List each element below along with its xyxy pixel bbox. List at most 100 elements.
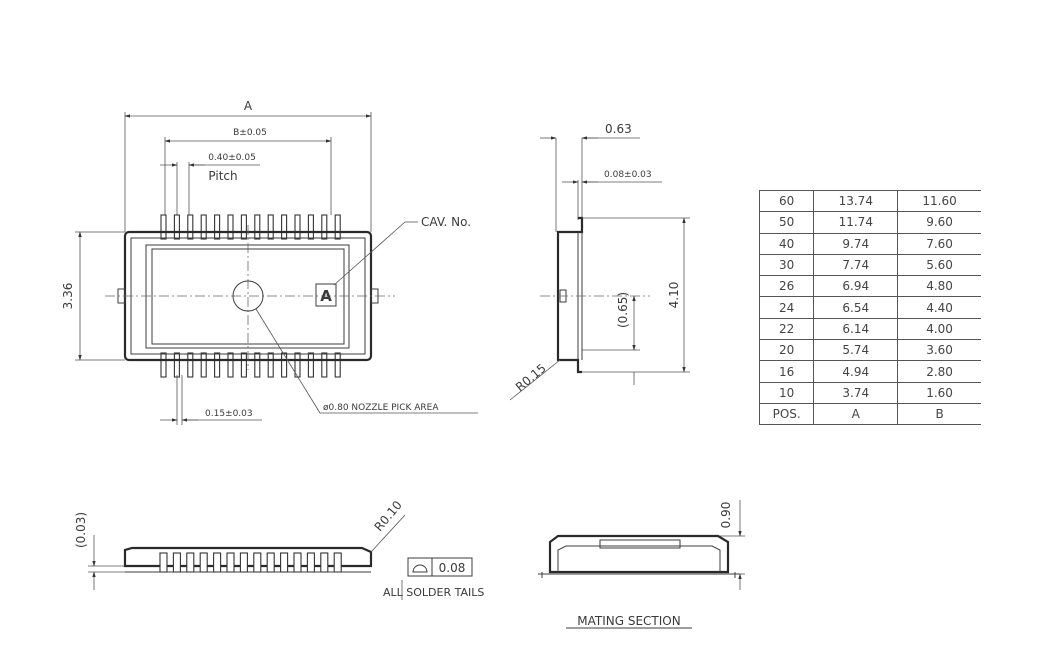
pin — [281, 352, 288, 378]
dim-pitch-value: 0.40±0.05 — [208, 153, 256, 163]
flatness-value: 0.08 — [439, 561, 466, 575]
cell-pos: 60 — [758, 189, 815, 213]
cell-pos: 20 — [758, 339, 815, 362]
header-a: A — [813, 402, 899, 426]
cell-b: 11.60 — [897, 189, 981, 213]
pin — [240, 352, 247, 378]
mating-dim: 0.90 — [719, 502, 733, 529]
front-radius: R0.10 — [372, 498, 405, 534]
pin — [267, 352, 274, 378]
pin — [280, 552, 289, 573]
pin — [200, 214, 207, 240]
table-header-row: POS. A B — [758, 402, 981, 426]
front-body — [123, 546, 373, 568]
cell-a: 3.74 — [813, 381, 899, 404]
pin — [307, 352, 314, 378]
top-view: A B±0.05 0.40±0.05 Pitch ø0.80 NO — [61, 99, 478, 425]
cell-pos: 30 — [758, 253, 815, 277]
pin — [214, 352, 221, 378]
nozzle-pick-area — [232, 280, 264, 312]
table-row: 16 4.94 2.80 — [758, 360, 981, 383]
pin — [227, 352, 234, 378]
pin — [333, 552, 342, 573]
pin — [160, 214, 167, 240]
pin — [306, 552, 315, 573]
table-row: 26 6.94 4.80 — [758, 275, 981, 298]
pin — [320, 552, 329, 573]
side-profile — [556, 216, 584, 374]
front-pins — [159, 552, 342, 573]
pin — [293, 552, 302, 573]
pin — [187, 352, 194, 378]
pin — [186, 552, 195, 573]
pin — [214, 214, 221, 240]
cell-pos: 10 — [758, 381, 815, 404]
nozzle-label: ø0.80 NOZZLE PICK AREA — [323, 403, 439, 413]
pin — [213, 552, 222, 573]
dim-a-label: A — [244, 99, 253, 113]
cell-b: 4.40 — [897, 296, 981, 319]
solder-note: ALL SOLDER TAILS — [383, 586, 484, 599]
table-row: 10 3.74 1.60 — [758, 381, 981, 404]
cell-pos: 26 — [758, 275, 815, 298]
side-view: 0.63 0.08±0.03 4.10 (0.65) R0.15 — [509, 122, 690, 401]
table-row: 40 9.74 7.60 — [758, 232, 981, 255]
pin — [266, 552, 275, 573]
top-pins — [160, 214, 341, 240]
cell-b: 4.00 — [897, 317, 981, 341]
cell-a: 13.74 — [813, 189, 899, 213]
bottom-pins — [160, 352, 341, 378]
cell-b: 2.80 — [897, 360, 981, 383]
side-radius: R0.15 — [513, 361, 549, 394]
dim-thickness: 0.63 — [605, 122, 632, 136]
pin — [253, 552, 262, 573]
mating-body — [548, 534, 730, 574]
cell-b: 9.60 — [897, 211, 981, 234]
pin — [199, 552, 208, 573]
pin — [187, 214, 194, 240]
front-view: (0.03) R0.10 0.08 ALL SOLDER TAILS — [74, 498, 484, 600]
cell-a: 6.14 — [813, 317, 899, 341]
dim-b-label: B±0.05 — [233, 128, 267, 138]
pin — [321, 214, 328, 240]
cavity-mark: A — [320, 287, 332, 305]
dim-pitch-label: Pitch — [208, 169, 237, 183]
pin — [200, 352, 207, 378]
cell-a: 6.94 — [813, 275, 899, 298]
table-row: 22 6.14 4.00 — [758, 317, 981, 341]
pin — [254, 214, 261, 240]
dim-offset: (0.65) — [616, 292, 630, 328]
pin — [281, 214, 288, 240]
header-b: B — [897, 402, 981, 426]
pin — [267, 214, 274, 240]
table-row: 50 11.74 9.60 — [758, 211, 981, 234]
dim-pin-width: 0.15±0.03 — [205, 409, 253, 419]
cell-b: 3.60 — [897, 339, 981, 362]
dim-coplanarity-ref: (0.03) — [74, 512, 88, 548]
cell-a: 11.74 — [813, 211, 899, 234]
table-row: 60 13.74 11.60 — [758, 189, 981, 213]
header-pos: POS. — [758, 402, 815, 426]
pin — [254, 352, 261, 378]
cell-b: 7.60 — [897, 232, 981, 255]
pin — [307, 214, 314, 240]
cell-a: 5.74 — [813, 339, 899, 362]
pin — [173, 214, 180, 240]
pin — [226, 552, 235, 573]
cell-pos: 50 — [758, 211, 815, 234]
cell-b: 1.60 — [897, 381, 981, 404]
dimension-table: 60 13.74 11.60 50 11.74 9.60 40 9.74 7.6… — [758, 189, 981, 426]
pin — [334, 214, 341, 240]
cell-a: 9.74 — [813, 232, 899, 255]
pin — [160, 352, 167, 378]
cavity-label: CAV. No. — [421, 215, 471, 229]
cell-a: 4.94 — [813, 360, 899, 383]
dim-length: 4.10 — [667, 282, 681, 309]
pin — [240, 214, 247, 240]
cell-a: 7.74 — [813, 253, 899, 277]
cell-b: 4.80 — [897, 275, 981, 298]
pin — [334, 352, 341, 378]
cell-pos: 16 — [758, 360, 815, 383]
table-row: 30 7.74 5.60 — [758, 253, 981, 277]
